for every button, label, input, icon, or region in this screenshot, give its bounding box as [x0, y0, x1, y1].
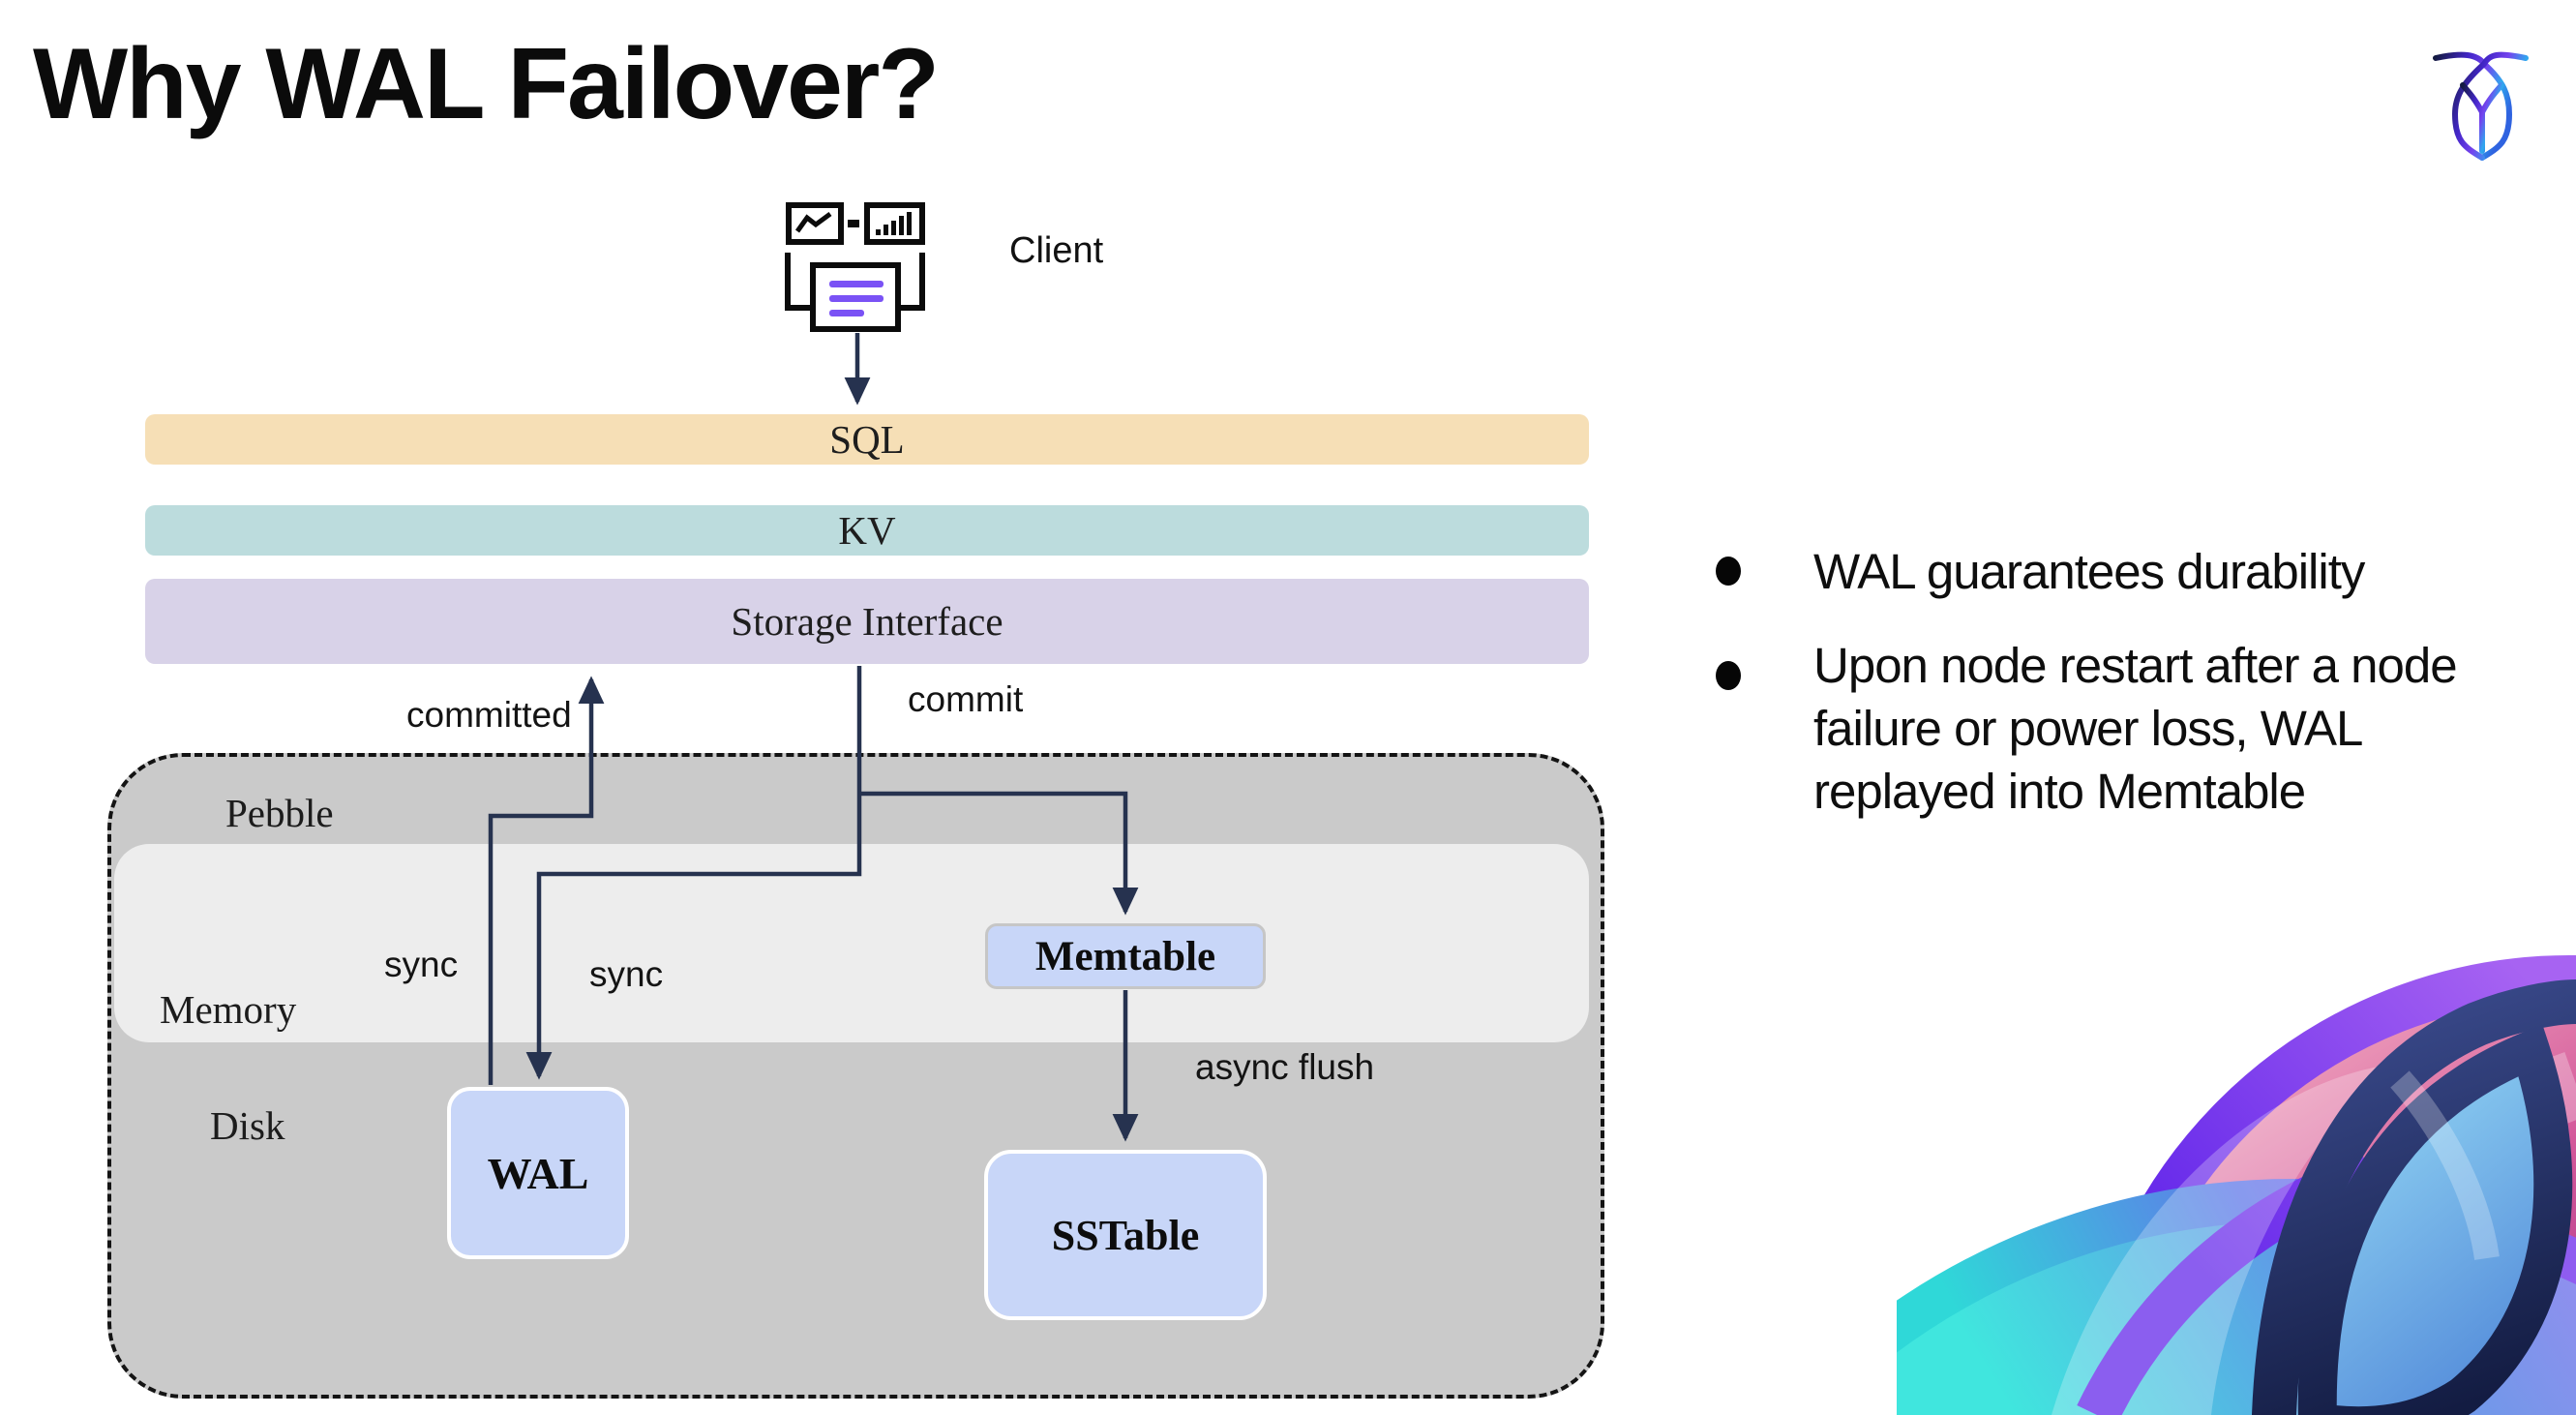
- wal-node-label: WAL: [487, 1148, 589, 1198]
- logo-stem: [2460, 82, 2504, 154]
- doc-line: [829, 310, 864, 316]
- kv-layer-label: KV: [838, 508, 896, 553]
- pebble-label: Pebble: [225, 791, 334, 835]
- kv-layer-bar: KV: [145, 505, 1589, 556]
- art-dark-curve: [2252, 979, 2576, 1415]
- committed-edge-label: committed: [406, 695, 572, 735]
- art-leaf: [2297, 1024, 2573, 1415]
- memory-label: Memory: [160, 987, 297, 1032]
- page-title: Why WAL Failover?: [33, 28, 940, 140]
- bullet-dot: [1716, 661, 1741, 690]
- client-label: Client: [1009, 230, 1104, 271]
- logo-right-body: [2433, 51, 2513, 161]
- commit-to-memtable-arrow: [859, 791, 1139, 916]
- sql-layer-label: SQL: [829, 417, 905, 462]
- client-barchart-icon: [864, 202, 925, 245]
- bullet-dot: [1716, 557, 1741, 586]
- bullet-item: Upon node restart after a node failure o…: [1813, 638, 2458, 819]
- art-purple-rim: [2074, 955, 2576, 1415]
- bullet-item: WAL guarantees durability: [1813, 544, 2365, 599]
- memory-band: [114, 844, 1589, 1042]
- memtable-node: Memtable: [985, 923, 1266, 989]
- wal-node: WAL: [447, 1087, 629, 1259]
- commit-edge-label: commit: [908, 679, 1024, 719]
- async-flush-edge-label: async flush: [1195, 1047, 1375, 1087]
- sstable-node: SSTable: [984, 1150, 1267, 1320]
- icon-connector-dash: [848, 220, 859, 227]
- art-leaf-vein: [2390, 1070, 2500, 1260]
- client-linechart-icon: [786, 202, 844, 245]
- brand-artwork: [1897, 955, 2576, 1415]
- memtable-node-label: Memtable: [1034, 933, 1216, 979]
- sync-commit-edge-label: sync: [589, 954, 664, 994]
- art-petal: [2052, 1065, 2390, 1415]
- doc-line: [829, 281, 884, 287]
- sync-wal-edge-label: sync: [384, 945, 459, 984]
- sstable-node-label: SSTable: [1051, 1211, 1200, 1259]
- commit-sync-to-wal-arrow: [525, 666, 862, 1080]
- sql-layer-bar: SQL: [145, 414, 1589, 465]
- storage-interface-layer-bar: Storage Interface: [145, 579, 1589, 664]
- cockroachdb-logo-icon: [2433, 51, 2529, 161]
- committed-arrow: [488, 676, 605, 1085]
- disk-label: Disk: [210, 1103, 285, 1148]
- doc-line: [829, 295, 884, 302]
- storage-interface-label: Storage Interface: [731, 599, 1003, 644]
- client-document-icon: [810, 262, 901, 332]
